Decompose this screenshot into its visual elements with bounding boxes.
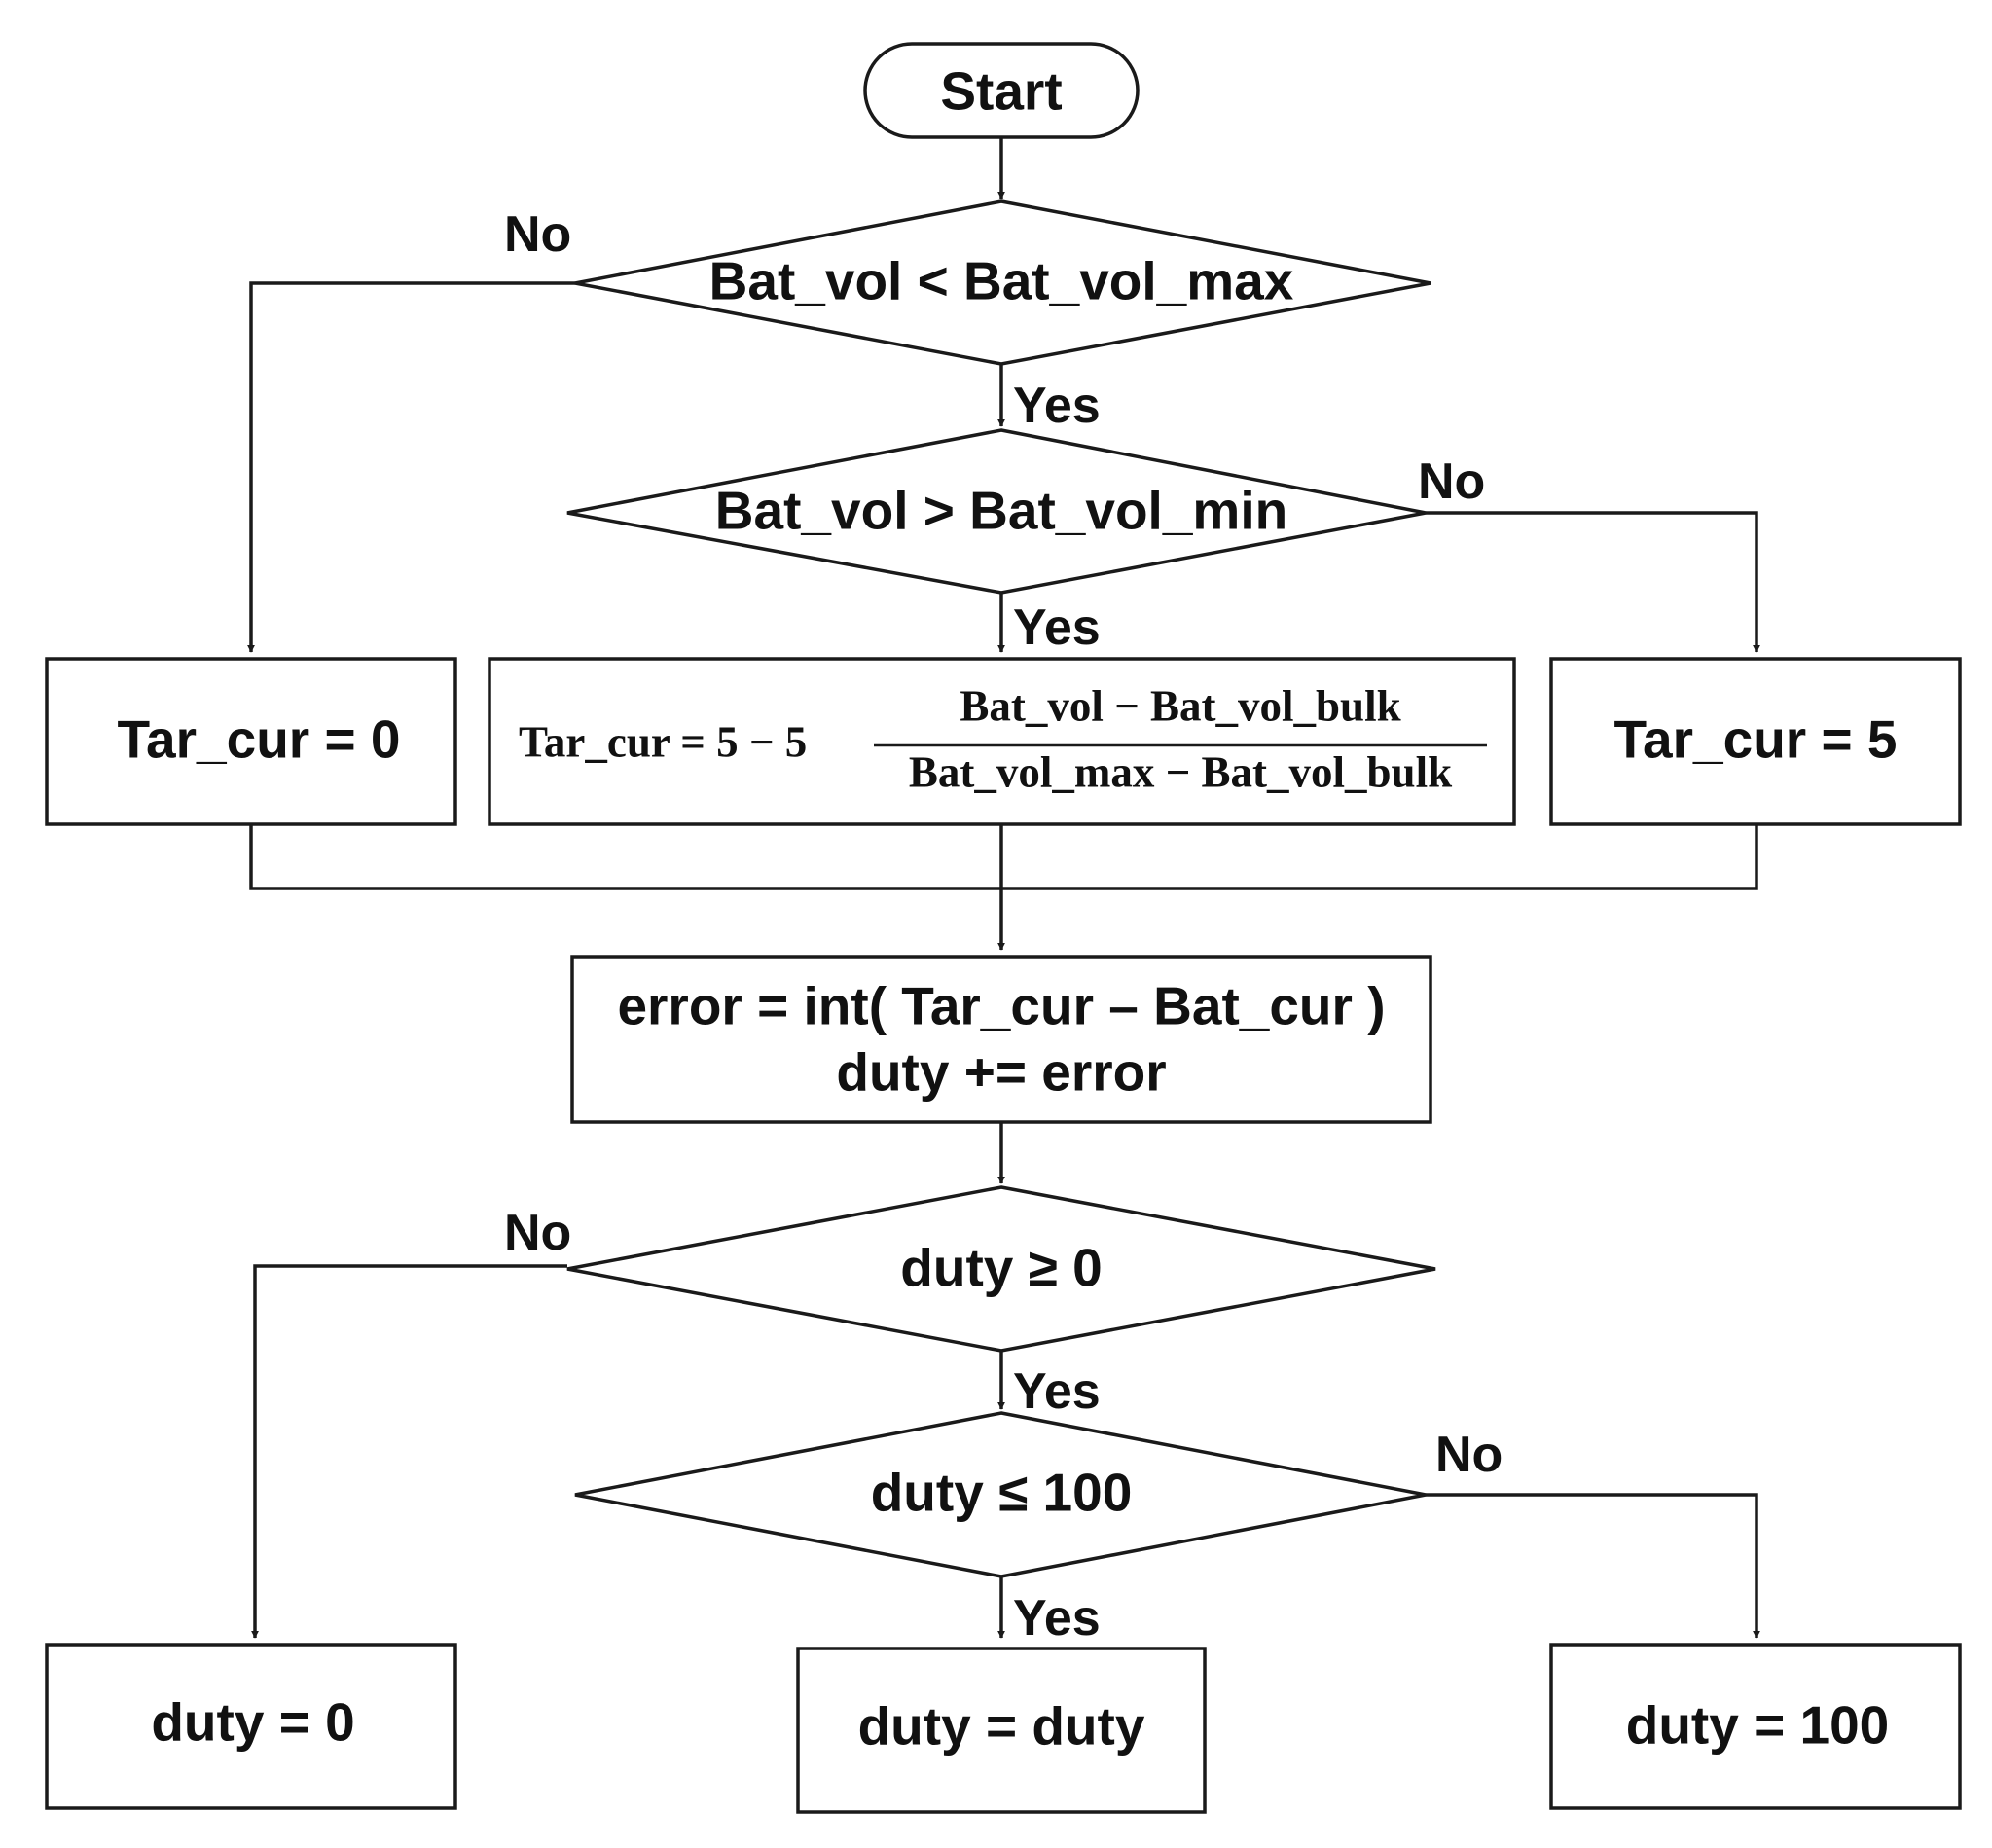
label-le-yes: Yes <box>1013 1590 1101 1647</box>
decision-bat-vol-min: Bat_vol > Bat_vol_min <box>566 428 1427 595</box>
formula-denominator: Bat_vol_max − Bat_vol_bulk <box>909 747 1452 796</box>
label-le-no: No <box>1435 1427 1503 1483</box>
arrow-ge-no <box>251 1264 567 1639</box>
label-max-yes: Yes <box>1013 378 1101 434</box>
merge-line <box>249 824 1758 890</box>
arrow-le-no <box>1426 1493 1760 1639</box>
decision-bat-vol-max: Bat_vol < Bat_vol_max <box>574 199 1431 366</box>
process-tar-cur-zero: Tar_cur = 0 <box>45 657 457 826</box>
arrow-max-no <box>247 281 575 653</box>
decision-bat-vol-min-label: Bat_vol > Bat_vol_min <box>715 481 1287 541</box>
label-ge-no: No <box>504 1205 571 1261</box>
decision-duty-ge-zero-label: duty ≥ 0 <box>900 1238 1102 1298</box>
label-min-yes: Yes <box>1013 599 1101 656</box>
label-ge-yes: Yes <box>1013 1363 1101 1420</box>
start-label: Start <box>940 61 1062 122</box>
error-line-2: duty += error <box>836 1042 1166 1103</box>
decision-duty-le-hundred: duty ≤ 100 <box>574 1411 1427 1578</box>
decision-bat-vol-max-label: Bat_vol < Bat_vol_max <box>709 251 1294 311</box>
decision-duty-ge-zero: duty ≥ 0 <box>566 1185 1436 1353</box>
edge-labels: No Yes No Yes No Yes No Yes <box>504 206 1503 1647</box>
connectors <box>247 136 1760 1639</box>
process-tar-cur-five: Tar_cur = 5 <box>1549 657 1962 826</box>
tar-cur-zero-label: Tar_cur = 0 <box>118 709 401 770</box>
label-min-no: No <box>1418 453 1485 510</box>
duty-zero-label: duty = 0 <box>151 1692 354 1753</box>
error-line-1: error = int( Tar_cur – Bat_cur ) <box>617 976 1385 1036</box>
arrow-min-no <box>1426 511 1760 653</box>
formula-lhs: Tar_cur = 5 − 5 <box>519 717 807 766</box>
tar-cur-five-label: Tar_cur = 5 <box>1614 709 1898 770</box>
process-duty-hundred: duty = 100 <box>1549 1643 1962 1810</box>
formula-numerator: Bat_vol − Bat_vol_bulk <box>960 681 1400 730</box>
duty-keep-label: duty = duty <box>858 1696 1145 1757</box>
decision-duty-le-hundred-label: duty ≤ 100 <box>871 1463 1133 1523</box>
label-max-no: No <box>504 206 571 263</box>
process-error-duty: error = int( Tar_cur – Bat_cur ) duty +=… <box>570 955 1432 1124</box>
process-tar-cur-formula: Tar_cur = 5 − 5 Bat_vol − Bat_vol_bulk B… <box>488 657 1516 826</box>
duty-hundred-label: duty = 100 <box>1626 1695 1890 1756</box>
start-terminator: Start <box>863 42 1140 139</box>
process-duty-zero: duty = 0 <box>45 1643 457 1810</box>
process-duty-keep: duty = duty <box>796 1647 1207 1814</box>
